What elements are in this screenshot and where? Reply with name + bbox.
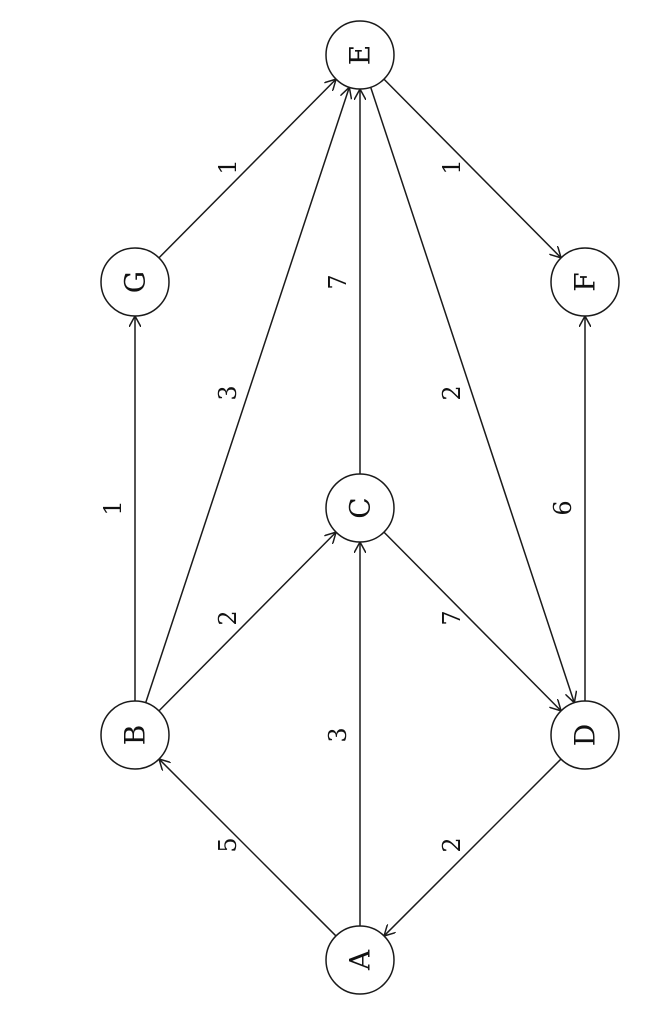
edge-weight-label-a-c: 3 [324,727,352,742]
node-d: D [550,700,620,770]
node-f: F [550,247,620,317]
node-circle-c [325,473,395,543]
node-circle-f [550,247,620,317]
node-e: E [325,20,395,90]
edge-weight-label-e-d: 2 [438,385,466,400]
edge-weight-label-g-e: 1 [214,159,242,174]
node-circle-d [550,700,620,770]
node-g: G [100,247,170,317]
node-label-b: B [119,725,152,746]
edge-c-d [383,531,561,711]
node-circle-e [325,20,395,90]
node-circle-g [100,247,170,317]
edge-b-c [158,532,336,712]
node-circle-b [100,700,170,770]
edge-weight-label-c-e: 7 [324,274,352,289]
node-label-e: E [344,45,377,65]
node-label-f: F [569,272,602,291]
edge-b-e [144,87,350,703]
edges-layer: 5 3 2 2 1 3 7 7 1 1 2 6 [99,79,585,936]
node-label-c: C [344,497,377,518]
edge-weight-label-d-a: 2 [438,837,466,852]
nodes-layer: A B C D E F G [100,20,620,995]
edge-weight-label-b-c: 2 [214,610,242,625]
edge-weight-label-c-d: 7 [438,610,466,625]
node-label-d: D [569,724,602,746]
edge-g-e [158,79,336,259]
edge-e-d [369,87,575,702]
edge-weight-label-b-g: 1 [99,500,127,515]
node-c: C [325,473,395,543]
node-b: B [100,700,170,770]
edge-weight-label-a-b: 5 [214,837,242,852]
node-circle-a [325,925,395,995]
edge-d-a [384,758,562,936]
edge-e-f [383,78,561,258]
edge-weight-label-b-e: 3 [214,385,242,400]
node-label-a: A [344,949,377,971]
edge-a-b [159,759,337,937]
node-a: A [325,925,395,995]
node-label-g: G [119,271,152,293]
edge-weight-label-d-f: 6 [549,500,577,515]
edge-weight-label-e-f: 1 [438,159,466,174]
